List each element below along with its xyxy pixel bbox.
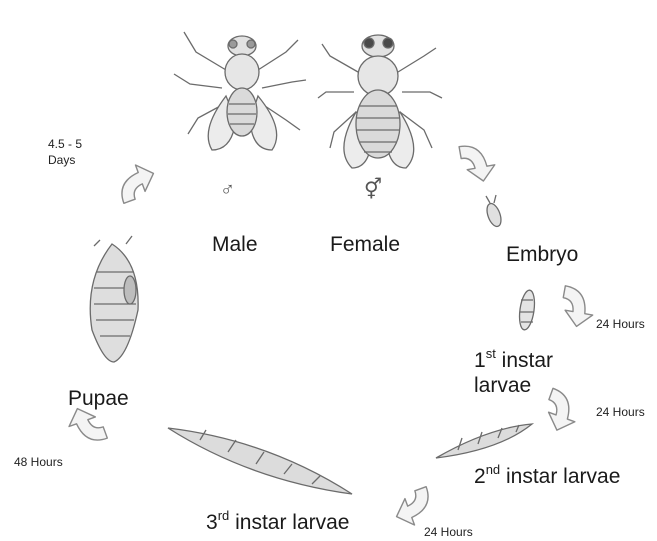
label-first-instar: 1st instar larvae bbox=[474, 348, 553, 398]
first-instar-larva-drawing bbox=[517, 289, 536, 331]
label-pupae: Pupae bbox=[68, 388, 129, 409]
second-instar-larva-drawing bbox=[436, 424, 532, 458]
male-symbol-icon: ♂ bbox=[220, 180, 235, 200]
male-fly-drawing bbox=[174, 32, 306, 150]
second-instar-number: 2 bbox=[474, 465, 486, 488]
female-fly-drawing bbox=[318, 35, 442, 168]
label-male: Male bbox=[212, 234, 258, 255]
first-instar-larvae-word: larvae bbox=[474, 374, 531, 397]
duration-embryo-to-first: 24 Hours bbox=[596, 318, 645, 330]
first-instar-suffix: st bbox=[486, 346, 496, 361]
female-symbol-icon: ⚥ bbox=[364, 180, 382, 200]
duration-third-to-pupae: 48 Hours bbox=[14, 456, 63, 468]
label-second-instar: 2nd instar larvae bbox=[474, 466, 620, 487]
label-embryo: Embryo bbox=[506, 244, 578, 265]
arrow-pupae-to-adults bbox=[113, 160, 160, 203]
arrow-adults-to-embryo bbox=[459, 141, 497, 184]
third-instar-larva-drawing bbox=[168, 428, 352, 494]
pupa-drawing bbox=[90, 236, 138, 362]
first-instar-number: 1 bbox=[474, 349, 486, 372]
third-instar-suffix: rd bbox=[218, 508, 230, 523]
label-third-instar: 3rd instar larvae bbox=[206, 512, 349, 533]
duration-pupae-to-adult-unit: Days bbox=[48, 153, 75, 167]
first-instar-word: instar bbox=[502, 349, 553, 372]
duration-first-to-second: 24 Hours bbox=[596, 406, 645, 418]
third-instar-text: instar larvae bbox=[235, 511, 349, 534]
second-instar-text: instar larvae bbox=[506, 465, 620, 488]
second-instar-suffix: nd bbox=[486, 462, 500, 477]
arrow-second-to-third-instar bbox=[390, 487, 437, 530]
arrow-embryo-to-first-instar bbox=[559, 286, 597, 329]
third-instar-number: 3 bbox=[206, 511, 218, 534]
duration-second-to-third: 24 Hours bbox=[424, 526, 473, 538]
duration-pupae-to-adult: 4.5 - 5 Days bbox=[48, 136, 82, 168]
duration-pupae-to-adult-value: 4.5 - 5 bbox=[48, 137, 82, 151]
label-female: Female bbox=[330, 234, 400, 255]
embryo-drawing bbox=[484, 195, 503, 228]
